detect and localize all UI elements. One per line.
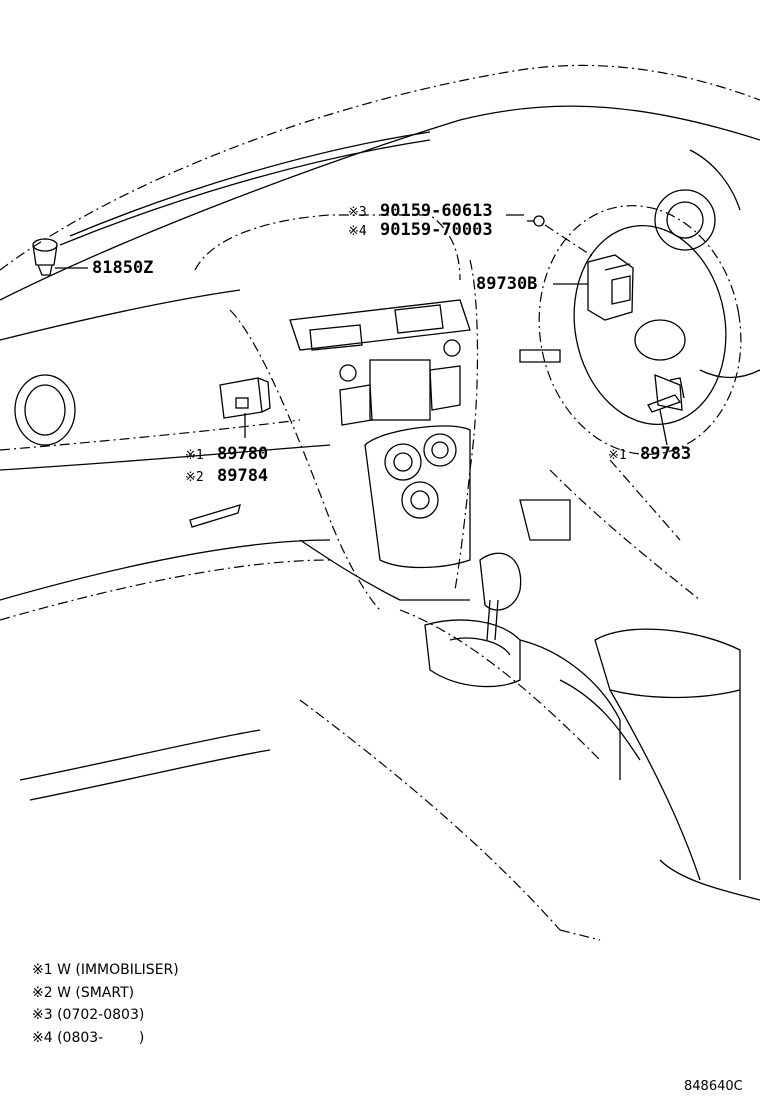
part-89730b-shape	[506, 214, 634, 321]
part-number: 89730B	[476, 274, 538, 294]
part-89783-shape	[647, 377, 685, 446]
note-mark: ※1	[185, 448, 204, 463]
legend-note-4: ※4 (0803- )	[32, 1030, 145, 1046]
part-number: 89780	[216, 444, 269, 464]
note-mark: ※1	[608, 448, 627, 463]
part-number: 89783	[639, 444, 692, 464]
part-89780-shape	[219, 377, 271, 438]
label-89783[interactable]: ※1 89783	[608, 446, 691, 463]
note-mark: ※2	[185, 470, 204, 485]
legend-note-3: ※3 (0702-0803)	[32, 1007, 145, 1023]
label-89784[interactable]: ※2 89784	[185, 468, 268, 485]
part-number: 90159-60613	[379, 201, 493, 221]
dashboard-outline	[0, 64, 760, 801]
label-89780[interactable]: ※1 89780	[185, 446, 268, 463]
label-90159-60613[interactable]: ※3 90159-60613	[348, 203, 493, 220]
legend-note-1: ※1 W (IMMOBILISER)	[32, 962, 179, 978]
part-number: 89784	[216, 466, 269, 486]
label-81850z[interactable]: 81850Z	[92, 260, 153, 277]
diagram-code: 848640C	[684, 1079, 743, 1094]
steering-wheel	[519, 149, 760, 601]
center-console	[194, 214, 479, 611]
floor-console	[299, 552, 760, 941]
note-mark: ※4	[348, 224, 367, 239]
note-mark: ※3	[348, 205, 367, 220]
part-number: 81850Z	[92, 258, 154, 278]
legend-note-2: ※2 W (SMART)	[32, 985, 135, 1001]
label-89730b[interactable]: 89730B	[476, 276, 537, 293]
label-90159-70003[interactable]: ※4 90159-70003	[348, 222, 493, 239]
part-number: 90159-70003	[379, 220, 493, 240]
part-81850z-shape	[32, 238, 88, 276]
